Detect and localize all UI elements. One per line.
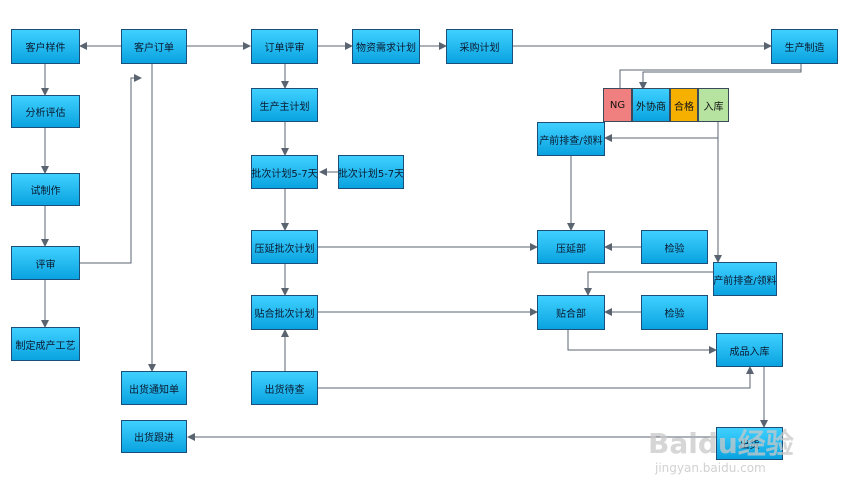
node-finished-storage[interactable]: 成品入库	[716, 333, 783, 367]
node-review[interactable]: 评审	[11, 246, 80, 280]
node-inspect-2[interactable]: 检验	[641, 295, 708, 330]
node-production[interactable]: 生产制造	[771, 29, 838, 64]
node-master-plan[interactable]: 生产主计划	[251, 88, 318, 122]
node-shipping-notice[interactable]: 出货通知单	[121, 371, 187, 405]
node-purchase-plan[interactable]: 采购计划	[446, 29, 513, 64]
node-laminate-batch[interactable]: 贴合批次计划	[251, 295, 318, 330]
watermark-url: jingyan.baidu.com	[655, 461, 766, 475]
node-shipping-follow[interactable]: 出货跟进	[121, 420, 187, 453]
node-press-dept[interactable]: 压延部	[537, 230, 605, 264]
edge-shipcheck-to-finished	[318, 366, 754, 389]
watermark-logo: Baidu经验	[648, 427, 794, 460]
edge-production-to-status	[639, 64, 802, 90]
node-pre-material-1[interactable]: 产前排查/领料	[537, 122, 605, 156]
node-analysis[interactable]: 分析评估	[11, 95, 80, 128]
node-customer-sample[interactable]: 客户样件	[11, 29, 80, 64]
node-batch-plan-right[interactable]: 批次计划5-7天	[338, 155, 404, 189]
node-process[interactable]: 制定成产工艺	[11, 327, 80, 361]
node-press-batch[interactable]: 压延批次计划	[251, 230, 318, 264]
node-order-review[interactable]: 订单评审	[251, 29, 318, 64]
node-material-plan[interactable]: 物资需求计划	[352, 29, 420, 64]
edge-lam-to-finished	[567, 330, 717, 354]
status-pass: 合格	[670, 88, 698, 122]
node-ship-check[interactable]: 出货待查	[251, 371, 318, 405]
status-outsource: 外协商	[632, 88, 670, 122]
node-inspect-1[interactable]: 检验	[641, 230, 708, 264]
node-trial[interactable]: 试制作	[11, 173, 80, 206]
node-laminate-dept[interactable]: 贴合部	[537, 295, 605, 330]
edge-storage-to-pre1	[604, 122, 719, 142]
status-storage: 入库	[698, 88, 729, 122]
node-customer-order[interactable]: 客户订单	[121, 29, 187, 64]
edge-pre2-to-lam	[584, 271, 713, 296]
node-batch-plan-left[interactable]: 批次计划5-7天	[251, 155, 318, 189]
edge-review-to-order	[79, 74, 142, 264]
node-shipping[interactable]: 出货	[716, 427, 783, 460]
status-ng: NG	[603, 88, 632, 122]
edge-ng-to-pre1	[619, 69, 801, 88]
node-pre-material-2[interactable]: 产前排查/领料	[713, 262, 777, 296]
